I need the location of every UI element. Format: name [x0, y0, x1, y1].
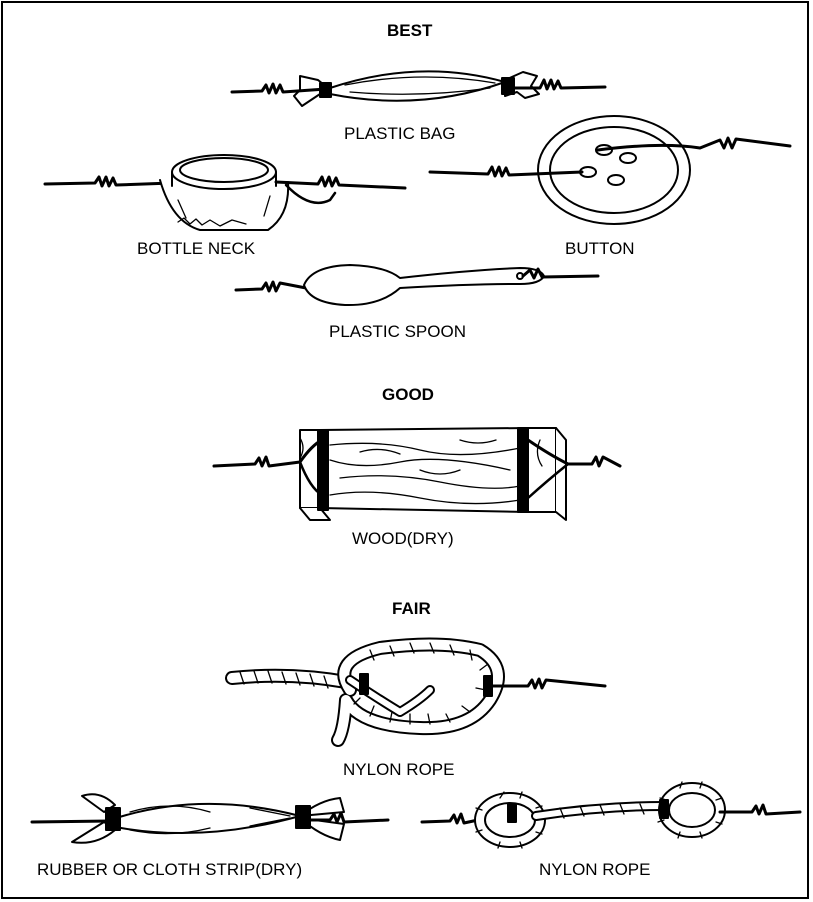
label-rubber-cloth-strip: RUBBER OR CLOTH STRIP(DRY)	[37, 860, 302, 880]
wood-illustration	[214, 428, 620, 520]
nylon-rope-loop-illustration	[232, 643, 605, 740]
label-plastic-bag: PLASTIC BAG	[344, 124, 455, 144]
plastic-spoon-illustration	[236, 265, 598, 305]
plastic-bag-illustration	[232, 71, 605, 106]
label-bottle-neck: BOTTLE NECK	[137, 239, 255, 259]
label-wood-dry: WOOD(DRY)	[352, 529, 454, 549]
heading-best: BEST	[387, 21, 432, 41]
heading-good: GOOD	[382, 385, 434, 405]
rubber-strip-illustration	[32, 794, 388, 843]
label-plastic-spoon: PLASTIC SPOON	[329, 322, 466, 342]
label-nylon-rope-links: NYLON ROPE	[539, 860, 650, 880]
button-illustration	[430, 116, 790, 224]
label-button: BUTTON	[565, 239, 635, 259]
label-nylon-rope-loop: NYLON ROPE	[343, 760, 454, 780]
nylon-rope-links-illustration	[422, 782, 800, 848]
heading-fair: FAIR	[392, 599, 431, 619]
bottle-neck-illustration	[45, 155, 405, 230]
